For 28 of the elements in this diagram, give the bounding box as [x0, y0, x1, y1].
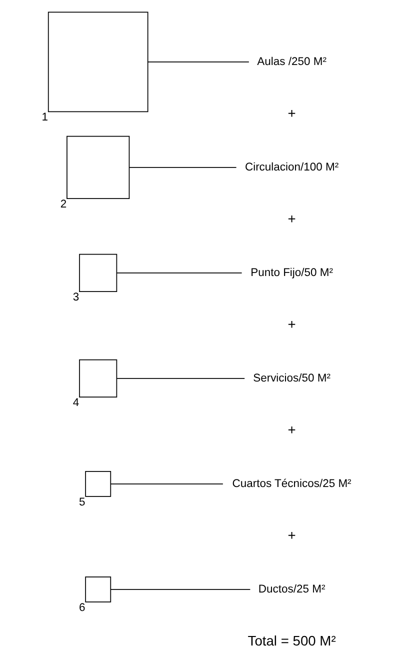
- node-text: Punto Fijo/50 M²: [250, 266, 333, 279]
- node-label: 5: [78, 496, 85, 508]
- connector: [116, 272, 242, 274]
- connector: [116, 378, 245, 379]
- label: +: [287, 105, 296, 121]
- node-text: Circulacion/100 M²: [244, 161, 338, 174]
- node-text: Aulas /250 M²: [256, 56, 326, 68]
- label: +: [287, 421, 296, 438]
- node-text: Cuartos Técnicos/25 M²: [232, 478, 351, 490]
- label: +: [287, 526, 296, 543]
- node-box: [78, 254, 117, 292]
- label: +: [287, 210, 296, 226]
- node-box: [84, 470, 111, 497]
- node-label: 1: [41, 112, 48, 124]
- node-label: 3: [72, 292, 79, 304]
- node-label: 4: [72, 397, 79, 410]
- node-box: [84, 576, 111, 602]
- node-box: [66, 136, 130, 200]
- node-box: [78, 359, 117, 398]
- connector: [128, 167, 236, 168]
- label: Total = 500 M²: [247, 632, 336, 648]
- node-box: [47, 12, 148, 112]
- node-text: Servicios/50 M²: [252, 372, 330, 384]
- node-text: Ductos/25 M²: [258, 583, 325, 596]
- label: +: [287, 316, 296, 332]
- node-label: 2: [60, 198, 66, 211]
- connector: [110, 589, 250, 590]
- node-label: 6: [78, 602, 85, 614]
